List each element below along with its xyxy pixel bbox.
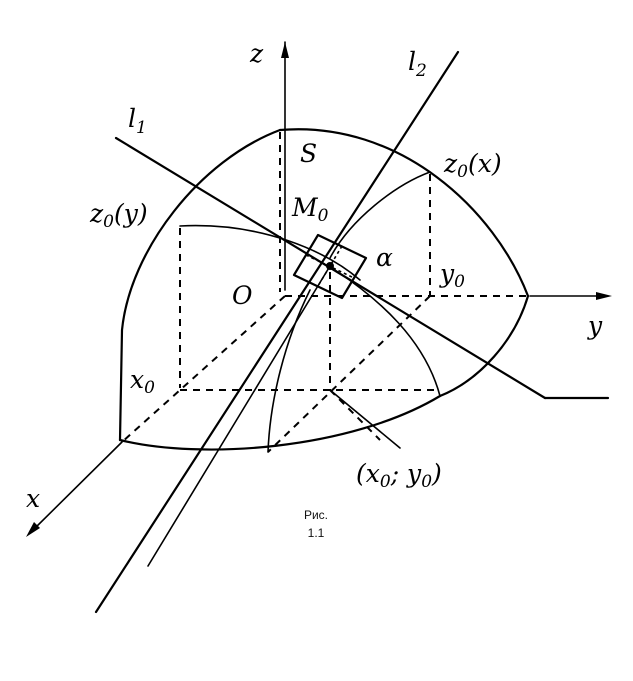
tangent-square [292, 233, 368, 300]
section-curve-lower [334, 269, 441, 397]
label-y: y [587, 311, 603, 340]
line-l2-segment [94, 50, 460, 614]
point-M0 [326, 262, 334, 270]
y-axis-arrow [596, 292, 612, 300]
x-axis-arrow [26, 522, 40, 537]
labels: z y x O l1 l2 S M0 α z0(x) z0(y) y0 x0 (… [26, 39, 603, 540]
section-curve-front [267, 289, 311, 453]
tangent-plane-element [292, 233, 401, 449]
label-x: x [26, 484, 40, 513]
label-y0: y0 [439, 259, 465, 292]
line-l2 [94, 50, 460, 614]
x-axis-dashed [121, 295, 286, 443]
label-x0: x0 [130, 365, 155, 398]
label-l1: l1 [128, 104, 147, 138]
construction-lines [179, 132, 440, 453]
dash-point-diagonal [329, 389, 381, 441]
label-z0x: z0(x) [443, 149, 502, 182]
line-l1-projection [147, 265, 331, 567]
label-point-x0y0: (x0; y0) [356, 459, 442, 492]
tangent-square-mid-2 [317, 245, 343, 287]
surface-right-arc [438, 294, 530, 398]
point-leader [329, 389, 401, 449]
x-axis-solid [29, 441, 123, 534]
caption-line-2: 1.1 [308, 526, 325, 540]
surface-bottom-arc [118, 394, 442, 451]
coordinate-axes [26, 41, 612, 537]
label-alpha: α [376, 243, 393, 272]
label-M0: M0 [291, 193, 329, 226]
label-origin: O [232, 281, 253, 310]
surface-top-arc [278, 128, 530, 298]
label-z: z [249, 39, 264, 68]
dash-y0-line [267, 295, 431, 453]
label-z0y: z0(y) [89, 199, 148, 232]
z-axis-arrow [281, 42, 289, 58]
caption-line-1: Рис. [304, 508, 328, 522]
surface-left-arc [118, 128, 282, 442]
label-l2: l2 [408, 47, 427, 81]
label-S: S [300, 139, 317, 168]
